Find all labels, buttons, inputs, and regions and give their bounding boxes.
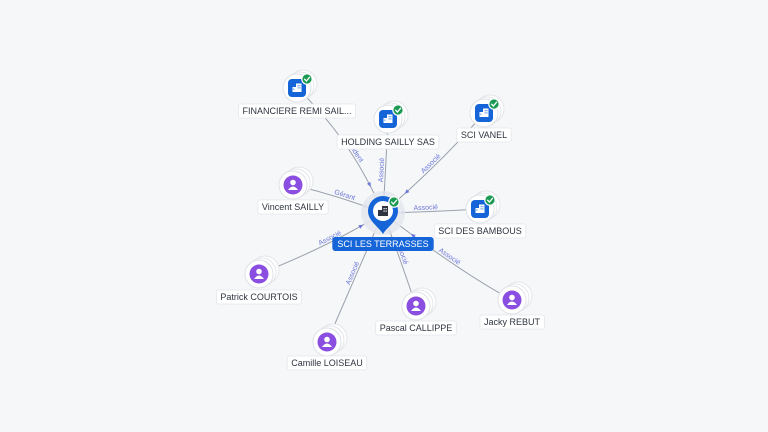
nodes-layer: FINANCIERE REMI SAIL... HOLDING SAILLY SA… (216, 69, 545, 371)
person-icon (322, 336, 332, 347)
node-label: FINANCIERE REMI SAIL... (238, 103, 356, 119)
node-jacky[interactable]: Jacky REBUT (479, 281, 545, 330)
edge-arrow (410, 233, 416, 239)
node-label: Camille LOISEAU (286, 355, 368, 371)
node-label-text: FINANCIERE REMI SAIL... (242, 106, 351, 116)
node-pascal[interactable]: Pascal CALLIPPE (375, 287, 457, 336)
person-icon (411, 300, 421, 311)
node-label: SCI DES BAMBOUS (433, 223, 527, 239)
person-icon (288, 179, 298, 190)
building-icon (292, 83, 302, 92)
building-icon (479, 108, 489, 117)
node-label: Jacky REBUT (479, 314, 545, 330)
edge-label: Associé (420, 153, 443, 175)
edge-label: Associé (413, 204, 438, 212)
node-label-text: HOLDING SAILLY SAS (341, 137, 435, 147)
node-patrick[interactable]: Patrick COURTOIS (216, 255, 302, 305)
verified-check-icon (488, 98, 500, 110)
center-label: SCI LES TERRASSES (332, 237, 434, 251)
node-label: Patrick COURTOIS (216, 289, 302, 305)
verified-check-icon (392, 104, 404, 116)
node-label: Vincent SAILLY (257, 199, 329, 215)
node-holding[interactable]: HOLDING SAILLY SAS (336, 100, 440, 150)
node-label: SCI VANEL (456, 127, 512, 143)
verified-check-icon (301, 73, 313, 85)
edge-label: Associé (437, 247, 461, 267)
node-label-text: Patrick COURTOIS (220, 292, 297, 302)
node-label-text: Vincent SAILLY (262, 202, 324, 212)
building-icon (378, 206, 388, 216)
edge-arrow (404, 189, 410, 194)
edge-label: Associé (378, 157, 386, 182)
edge-arrow (358, 224, 364, 229)
node-label-text: Camille LOISEAU (291, 358, 363, 368)
center-label-text: SCI LES TERRASSES (337, 239, 428, 249)
node-label-text: Pascal CALLIPPE (380, 323, 453, 333)
node-vincent[interactable]: Vincent SAILLY (257, 166, 329, 215)
node-bambous[interactable]: SCI DES BAMBOUS (433, 190, 527, 239)
person-icon (254, 268, 264, 279)
edge-arrow (366, 181, 371, 187)
node-vanel[interactable]: SCI VANEL (456, 94, 512, 143)
verified-check-icon (388, 196, 400, 208)
node-camille[interactable]: Camille LOISEAU (286, 323, 368, 371)
node-label-text: SCI DES BAMBOUS (438, 226, 522, 236)
verified-check-icon (484, 194, 496, 206)
node-label: HOLDING SAILLY SAS (336, 134, 440, 150)
node-label: Pascal CALLIPPE (375, 320, 457, 336)
edge-label: Gérant (333, 189, 356, 202)
node-financiere[interactable]: FINANCIERE REMI SAIL... (238, 69, 356, 119)
node-label-text: Jacky REBUT (484, 317, 541, 327)
building-icon (475, 204, 485, 213)
center-node[interactable]: SCI LES TERRASSES (332, 191, 434, 251)
building-icon (383, 114, 393, 123)
node-label-text: SCI VANEL (461, 130, 507, 140)
person-icon (507, 294, 517, 305)
